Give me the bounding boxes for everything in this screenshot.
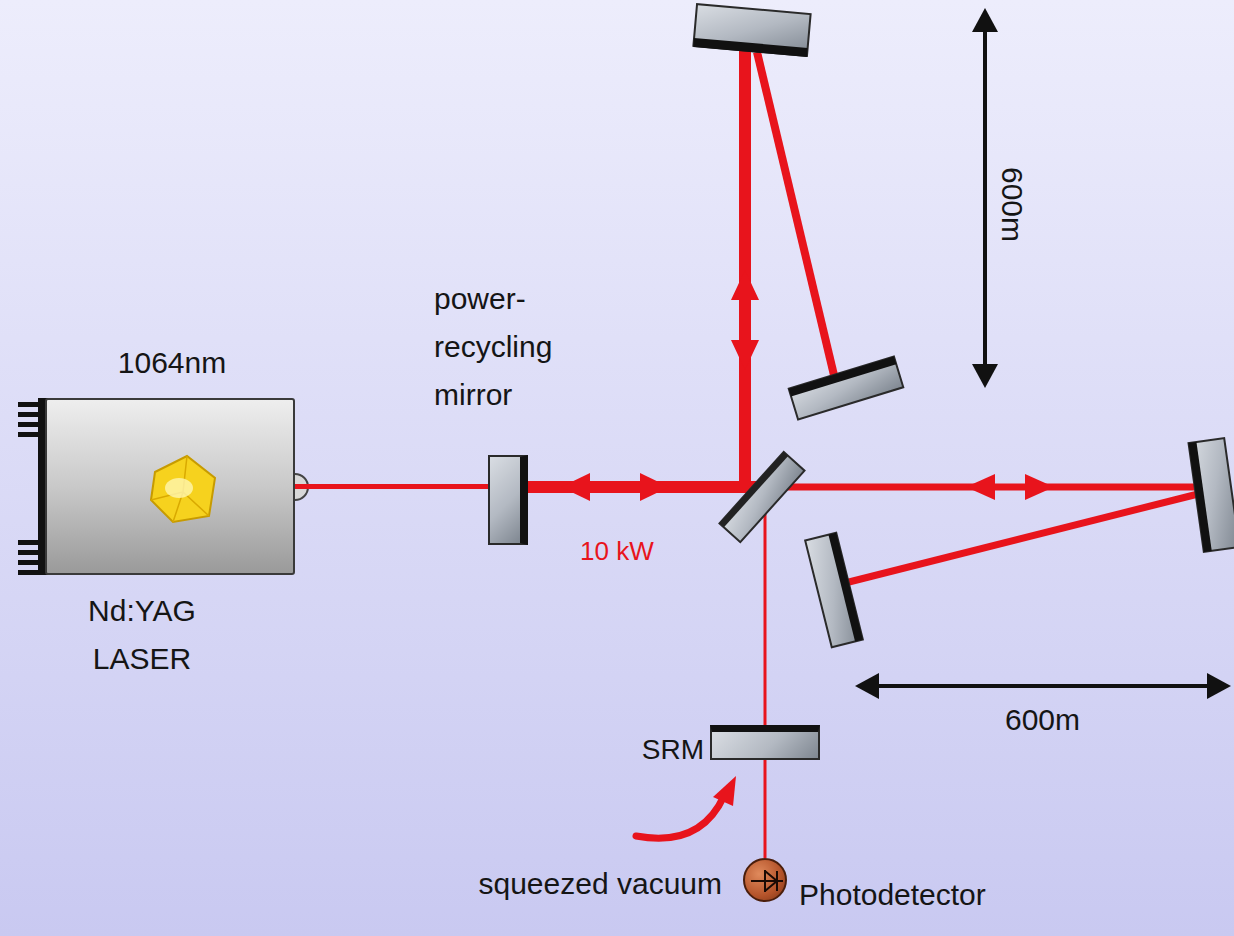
wavelength-label: 1064nm bbox=[47, 340, 297, 387]
laser-box: 1064nmNd:YAG LASER bbox=[45, 398, 295, 575]
injection-label: squeezed vacuum bbox=[380, 866, 722, 902]
crystal-glow bbox=[165, 478, 193, 498]
injection-arrow bbox=[636, 776, 736, 838]
laser-crystal bbox=[151, 456, 215, 522]
drawing-part bbox=[18, 402, 40, 407]
drawing-part bbox=[731, 340, 759, 370]
arm-length: 600m bbox=[994, 167, 1030, 242]
drawing-part bbox=[1189, 442, 1212, 552]
drawing-part bbox=[713, 776, 736, 806]
laser-name: Nd:YAG LASER bbox=[57, 587, 227, 683]
shape-detail bbox=[47, 400, 297, 577]
laser-beam bbox=[764, 760, 767, 858]
drawing-part bbox=[561, 473, 590, 501]
photodetector-symbol: Photodetector bbox=[743, 858, 787, 902]
signal-recycling-mirror: SRM bbox=[710, 725, 820, 760]
drawing-part bbox=[18, 550, 40, 555]
drawing-part bbox=[972, 364, 998, 388]
drawing-part bbox=[757, 52, 838, 392]
drawing-part bbox=[805, 533, 863, 647]
beam-arrowheads bbox=[561, 270, 1054, 501]
arm-length: 600m bbox=[1005, 702, 1080, 738]
dimension-arrow bbox=[855, 673, 1231, 699]
drawing-part bbox=[719, 452, 804, 542]
drawing-part bbox=[855, 673, 879, 699]
mirror-label: power- recycling mirror bbox=[434, 275, 594, 419]
fold-mirror bbox=[805, 533, 863, 647]
shape-detail bbox=[745, 860, 789, 904]
end-mirror bbox=[693, 4, 810, 57]
end-mirror bbox=[1189, 438, 1234, 552]
mirror-label: SRM bbox=[642, 728, 704, 771]
drawing-part bbox=[719, 452, 788, 527]
drawing-part bbox=[693, 4, 810, 56]
power-label: 10 kW bbox=[580, 536, 654, 567]
laser-fins bbox=[18, 398, 48, 575]
drawing-part bbox=[1025, 474, 1054, 500]
drawing-part bbox=[693, 38, 807, 57]
fold-mirror bbox=[789, 357, 904, 420]
drawing-part bbox=[789, 357, 897, 397]
drawing-part bbox=[731, 270, 759, 300]
drawing-part bbox=[18, 560, 40, 565]
drawing-part bbox=[828, 533, 862, 642]
drawing-part bbox=[845, 493, 1202, 583]
drawing-part bbox=[636, 796, 724, 838]
drawing-part bbox=[18, 432, 40, 437]
drawing-part bbox=[1207, 673, 1231, 699]
drawing-part bbox=[18, 570, 40, 575]
drawing-part bbox=[640, 473, 669, 501]
drawing-part bbox=[18, 412, 40, 417]
drawing-part bbox=[966, 474, 995, 500]
beam-splitter bbox=[719, 452, 804, 542]
crystal-facets bbox=[151, 456, 209, 522]
drawing-part bbox=[983, 25, 987, 370]
drawing-part bbox=[789, 357, 904, 420]
laser-beams bbox=[528, 48, 1202, 727]
drawing-part bbox=[18, 422, 40, 427]
drawing-part bbox=[972, 8, 998, 32]
diode-symbol bbox=[751, 870, 783, 892]
drawing-part bbox=[18, 540, 40, 545]
detector-label: Photodetector bbox=[799, 872, 986, 919]
dimension-arrow bbox=[972, 8, 998, 388]
laser-beam bbox=[295, 484, 488, 489]
drawing-part bbox=[1189, 438, 1234, 552]
drawing-part bbox=[764, 500, 767, 727]
drawing-part bbox=[872, 684, 1214, 688]
power-recycling-mirror: power- recycling mirror bbox=[488, 455, 528, 545]
